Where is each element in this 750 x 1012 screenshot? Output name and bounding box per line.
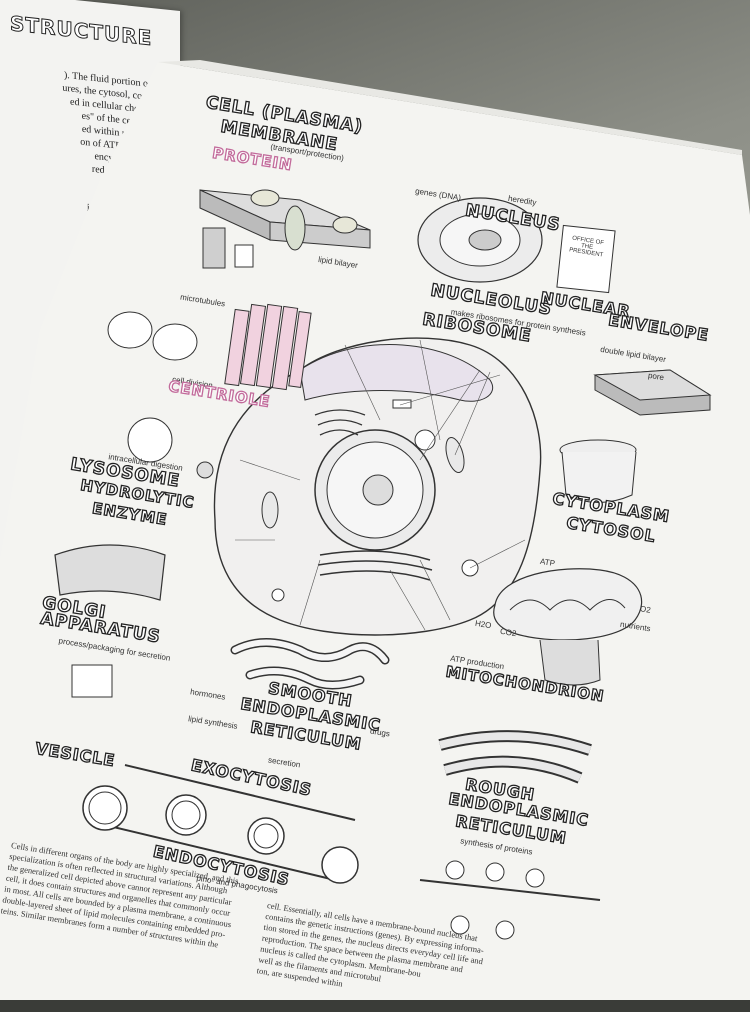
lysosome-illustration	[127, 417, 214, 479]
vesicle-illustration	[82, 764, 359, 884]
nucleus-illustration	[417, 197, 616, 294]
central-cell	[213, 337, 542, 636]
smooth-er-illustration	[230, 638, 390, 690]
nuclear-envelope-illustration	[593, 369, 712, 416]
centriole-illustration	[107, 303, 312, 391]
leader-lines	[235, 339, 526, 631]
membrane-illustration	[199, 189, 371, 269]
cytoplasm-illustration	[559, 439, 637, 503]
golgi-illustration	[54, 544, 166, 698]
nucleolus-shape	[362, 474, 394, 506]
rough-er-illustration	[419, 730, 601, 940]
mitochondrion-illustration	[493, 568, 643, 686]
page-edge	[158, 60, 742, 155]
o2-label: O2	[639, 604, 652, 615]
